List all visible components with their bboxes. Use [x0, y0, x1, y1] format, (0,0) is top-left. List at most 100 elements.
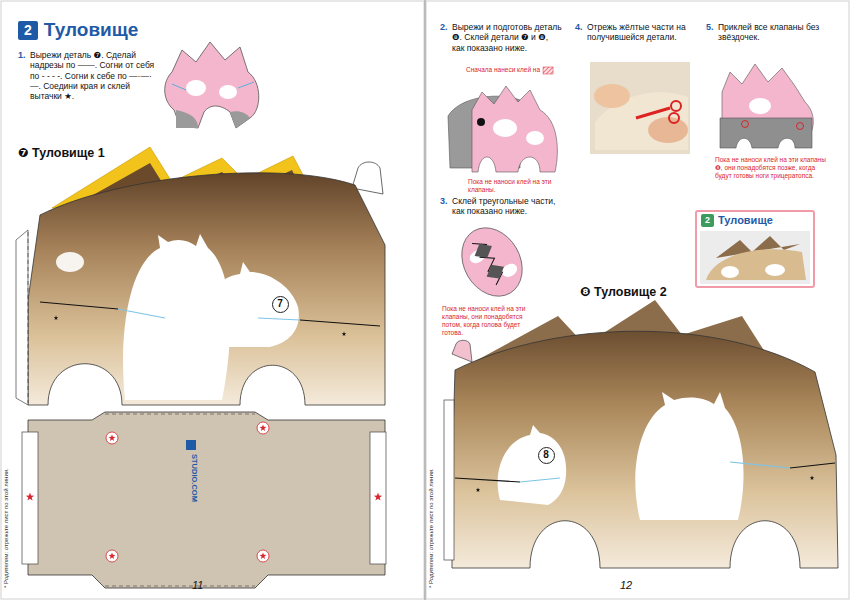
- section-heading: 2 Туловище: [18, 20, 138, 40]
- section-badge: 2: [18, 21, 38, 40]
- step-illustration: [219, 85, 237, 99]
- body-part-2: [444, 300, 838, 568]
- step-illustration: [172, 84, 186, 90]
- body-part-1: [54, 316, 59, 320]
- page-frame: [1, 1, 424, 599]
- page-number: 12: [620, 579, 632, 592]
- cut-note: * Родителям: отрежьте лист по этой линии…: [428, 468, 435, 588]
- step-illustration: [450, 217, 534, 307]
- page-frame: [424, 0, 426, 600]
- step-illustration: [471, 239, 496, 263]
- step-illustration: [472, 86, 557, 172]
- section-badge: 2: [701, 214, 714, 227]
- body-part-2: [444, 400, 454, 560]
- result-photo: [721, 266, 739, 278]
- step-illustration: [483, 260, 508, 284]
- belly-panel: [109, 552, 116, 559]
- callout-number: 7: [272, 296, 289, 313]
- body-part-1: [56, 252, 84, 272]
- step-illustration: [500, 261, 520, 279]
- step-text: Отрежь жёлтые части на получившейся дета…: [587, 22, 695, 43]
- body-part-1: [118, 309, 165, 318]
- body-part-1: [16, 230, 28, 405]
- body-part-2: [452, 340, 472, 362]
- belly-panel: [22, 412, 386, 588]
- step-illustration: [797, 123, 804, 130]
- result-photo: [706, 249, 806, 280]
- body-part-2: [476, 488, 481, 492]
- step-illustration: [165, 42, 259, 128]
- page-frame: [426, 1, 849, 599]
- step-illustration: [176, 110, 198, 128]
- belly-panel: [106, 432, 118, 444]
- belly-panel: [257, 422, 269, 434]
- step-number: 4.: [575, 22, 583, 33]
- body-part-2: [455, 478, 520, 482]
- body-part-2: [790, 463, 835, 468]
- body-part-2: [730, 462, 790, 468]
- part-heading: ❼ Туловище 1: [18, 146, 105, 161]
- belly-panel: [105, 414, 255, 415]
- step-illustration: [543, 67, 553, 74]
- step-illustration: [238, 82, 254, 88]
- step-illustration: [165, 42, 259, 128]
- step-photo: [648, 117, 688, 143]
- belly-panel: [186, 440, 196, 450]
- section-title: Туловище: [718, 214, 773, 227]
- step-illustration: [742, 121, 749, 128]
- belly-panel: [109, 434, 116, 441]
- glue-note: Пока не наноси клей на эти клапаны, они …: [442, 305, 538, 337]
- result-photo: [695, 210, 815, 288]
- body-part-1: [40, 302, 118, 309]
- step-illustration: [186, 80, 206, 96]
- body-part-1: [258, 318, 300, 320]
- step-illustration: [749, 98, 771, 114]
- body-part-2: [520, 478, 560, 482]
- step-photo: [590, 62, 690, 154]
- step-number: 5.: [706, 22, 714, 33]
- step-illustration: [526, 131, 544, 145]
- step-photo: [594, 84, 630, 108]
- step-illustration: [450, 217, 534, 307]
- body-part-1: [28, 173, 385, 405]
- glue-note: Пока не наноси клей на эти клапаны ❽, он…: [715, 156, 827, 180]
- step-illustration: [448, 67, 557, 172]
- result-photo: [765, 264, 785, 276]
- logo-text: STUDIO.COM: [190, 454, 199, 502]
- step-photo: [636, 108, 670, 118]
- step-illustration: [720, 64, 813, 148]
- step-text: Вырежи и подготовь деталь ❽. Склей детал…: [452, 22, 562, 53]
- step-photo: [590, 62, 690, 154]
- belly-panel: [26, 493, 34, 501]
- step-number: 3.: [440, 196, 448, 207]
- page-number: 11: [192, 579, 203, 592]
- belly-panel: [260, 424, 267, 431]
- step-photo: [669, 113, 679, 123]
- step-text: Вырежи деталь ❼. Сделай надрезы по ——. С…: [30, 50, 156, 102]
- body-part-1: [16, 147, 385, 405]
- step-photo: [671, 101, 681, 111]
- body-part-1: [204, 262, 299, 347]
- body-part-1: [300, 320, 380, 326]
- result-photo: [700, 231, 810, 284]
- belly-panel: [28, 412, 385, 588]
- section-title: Туловище: [44, 20, 139, 40]
- body-part-2: [635, 392, 743, 520]
- body-part-2: [810, 476, 815, 480]
- step-illustration: [720, 118, 812, 148]
- belly-panel: [22, 432, 38, 564]
- body-part-2: [498, 425, 567, 505]
- belly-panel: [105, 586, 255, 587]
- body-part-1: [28, 232, 29, 403]
- step-illustration: [493, 119, 517, 137]
- callout-number: 7: [277, 299, 283, 309]
- step-illustration: [477, 118, 485, 126]
- callout-number: 8: [543, 450, 549, 460]
- step-number: 2.: [440, 22, 448, 33]
- glue-note: Сначала нанеси клей на: [466, 66, 540, 74]
- part-heading: ❽ Туловище 2: [580, 285, 667, 300]
- belly-panel: [374, 493, 382, 501]
- callout-number: 8: [538, 447, 555, 464]
